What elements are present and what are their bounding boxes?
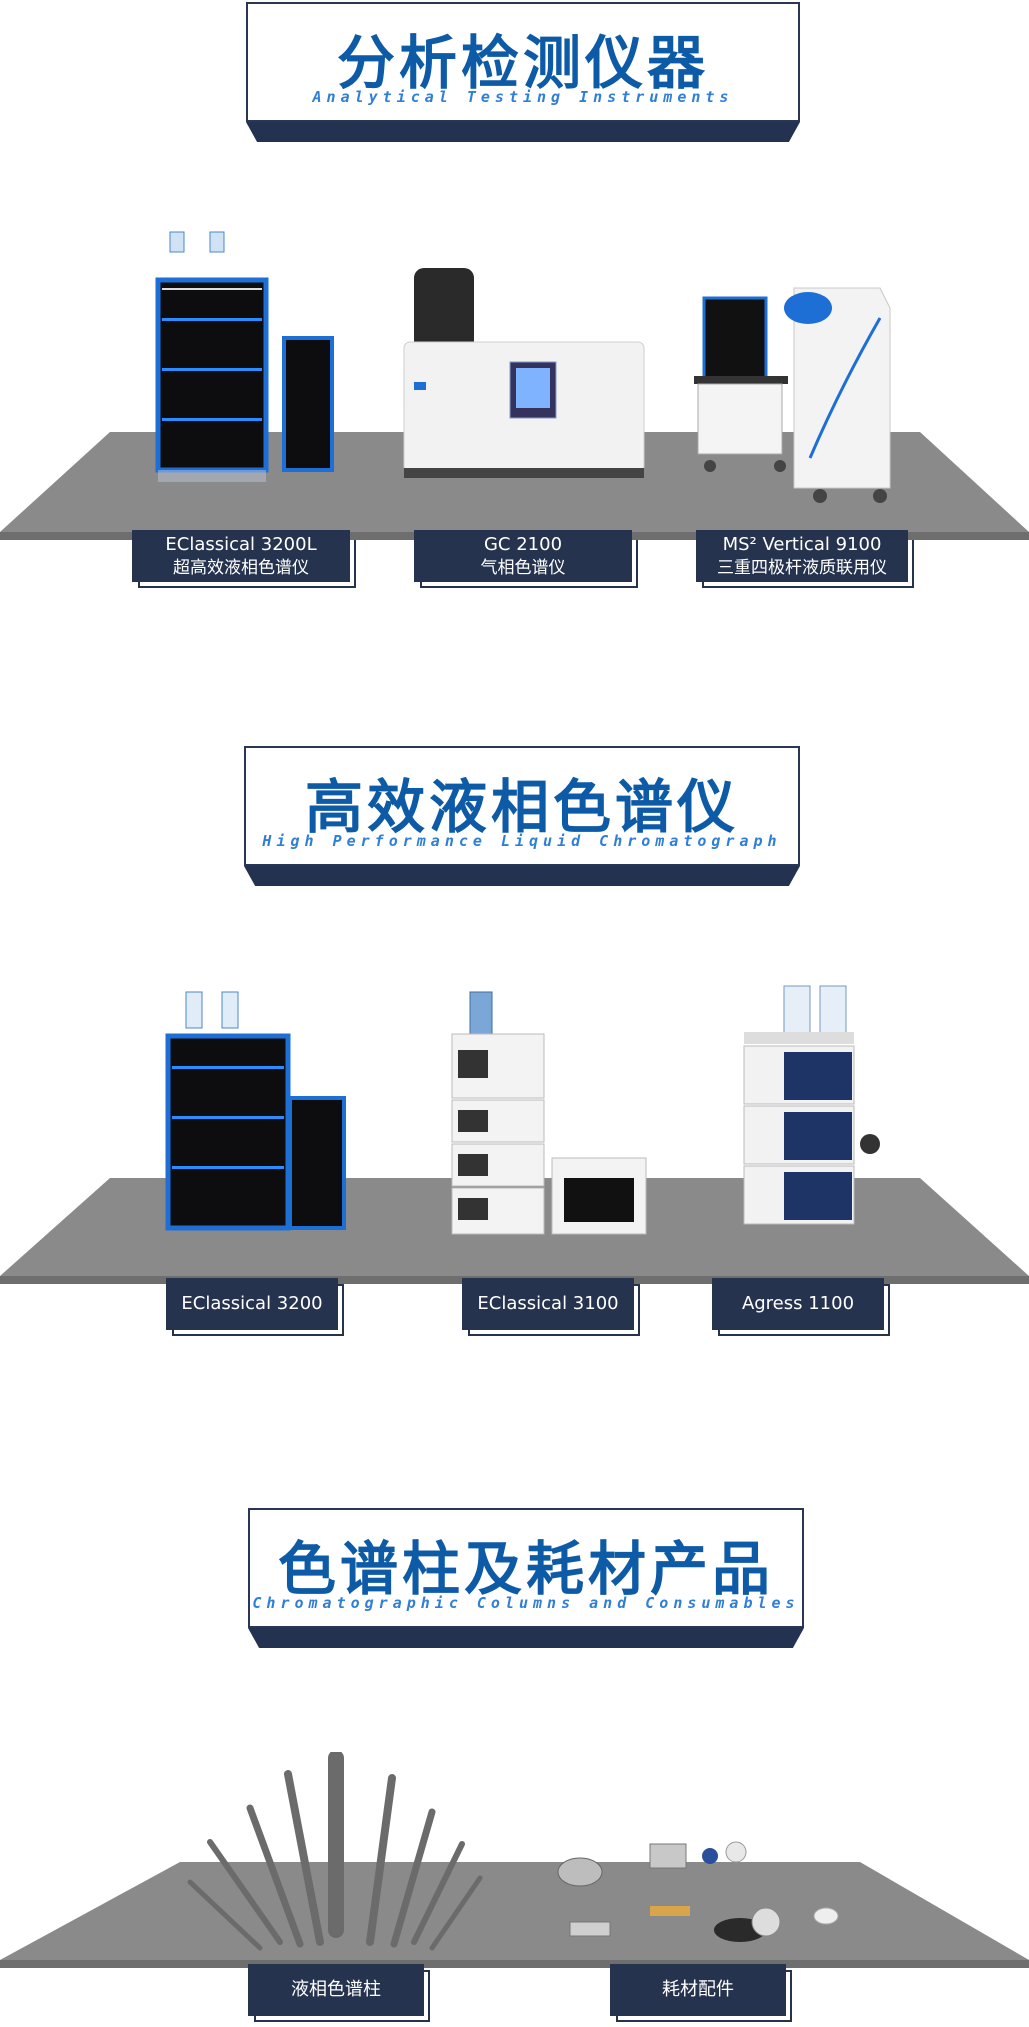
section-title: 分析检测仪器 — [336, 29, 709, 97]
banner-frame — [248, 1508, 804, 1628]
section-title: 色谱柱及耗材产品 — [277, 1535, 774, 1603]
lcms-instrument-image[interactable] — [690, 268, 910, 508]
product-name: Agress 1100 — [741, 1293, 855, 1314]
product-label-agress-1100[interactable]: Agress 1100 — [712, 1278, 890, 1336]
product-desc: 超高效液相色谱仪 — [173, 558, 309, 578]
banner-frame — [244, 746, 800, 866]
banner-footer-bar — [248, 1628, 804, 1648]
product-label-uhplc[interactable]: EClassical 3200L 超高效液相色谱仪 — [132, 530, 356, 588]
eclassical-3100-image[interactable] — [448, 990, 648, 1245]
section-banner-analytical: 分析检测仪器 Analytical Testing Instruments — [246, 2, 800, 142]
section-banner-hplc: 高效液相色谱仪 High Performance Liquid Chromato… — [244, 746, 800, 886]
product-label-gc[interactable]: GC 2100 气相色谱仪 — [414, 530, 638, 588]
gc-instrument-image[interactable] — [400, 262, 650, 492]
agress-1100-image[interactable] — [740, 980, 890, 1240]
section-subtitle: High Performance Liquid Chromatograph — [262, 832, 782, 850]
section-subtitle: Chromatographic Columns and Consumables — [252, 1594, 800, 1612]
banner-footer-bar — [244, 866, 800, 886]
lc-columns-image[interactable] — [170, 1750, 500, 1952]
product-name: EClassical 3200 — [181, 1293, 323, 1314]
product-name: EClassical 3200L — [165, 534, 317, 555]
section-title: 高效液相色谱仪 — [304, 773, 739, 841]
consumables-image[interactable] — [540, 1832, 850, 1952]
section-subtitle: Analytical Testing Instruments — [312, 88, 734, 106]
display-shelf — [0, 1862, 1029, 1972]
product-label-eclassical-3100[interactable]: EClassical 3100 — [462, 1278, 640, 1336]
product-name: GC 2100 — [483, 534, 563, 555]
banner-footer-bar — [246, 122, 800, 142]
banner-frame — [246, 2, 800, 122]
product-label-lc-columns[interactable]: 液相色谱柱 — [248, 1964, 430, 2022]
product-name: 液相色谱柱 — [291, 1979, 381, 2000]
product-name: MS² Vertical 9100 — [722, 534, 882, 555]
product-desc: 气相色谱仪 — [480, 558, 566, 578]
eclassical-3200-image[interactable] — [160, 990, 350, 1240]
product-desc: 三重四极杆液质联用仪 — [717, 558, 887, 578]
product-name: 耗材配件 — [662, 1979, 734, 2000]
product-name: EClassical 3100 — [477, 1293, 619, 1314]
product-label-lcms[interactable]: MS² Vertical 9100 三重四极杆液质联用仪 — [696, 530, 914, 588]
section-banner-columns: 色谱柱及耗材产品 Chromatographic Columns and Con… — [248, 1508, 804, 1648]
uhplc-instrument-image[interactable] — [150, 228, 340, 488]
product-label-eclassical-3200[interactable]: EClassical 3200 — [166, 1278, 344, 1336]
product-label-consumables[interactable]: 耗材配件 — [610, 1964, 792, 2022]
